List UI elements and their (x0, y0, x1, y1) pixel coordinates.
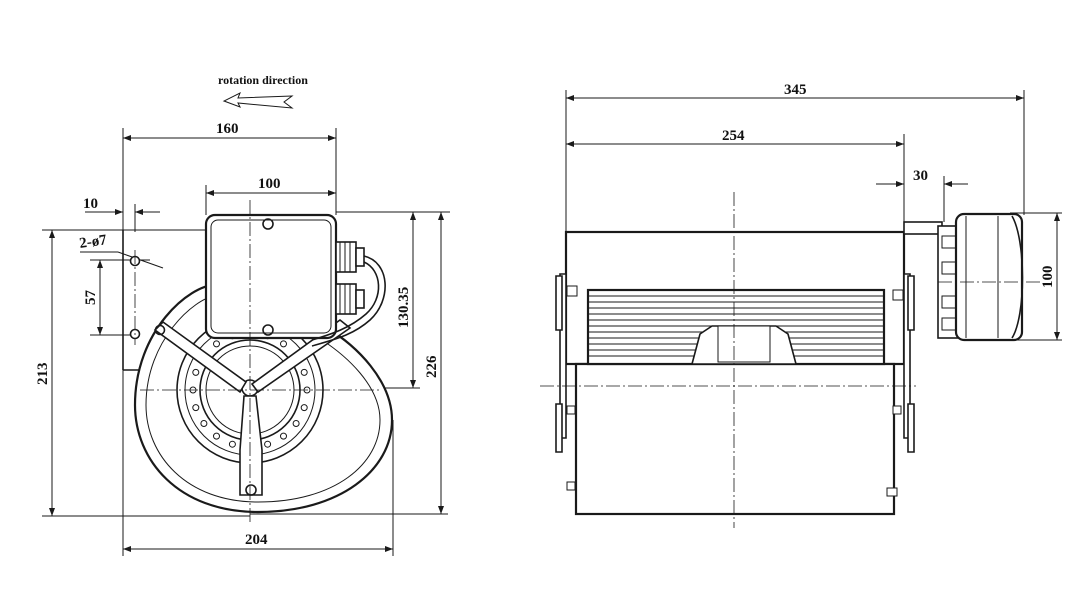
cable (311, 255, 386, 347)
dim-213-text: 213 (35, 363, 51, 386)
dim-345-text: 345 (784, 82, 807, 98)
dim-motor-100: 100 (1010, 212, 1062, 341)
dim-160-text: 160 (216, 121, 239, 137)
front-view: rotation direction 160 100 10 2-ø7 (35, 73, 450, 556)
blade-hole (192, 404, 200, 412)
dim-front-width-top: 160 (122, 121, 337, 235)
left-flange (555, 273, 578, 491)
dim-height-226: 226 (250, 211, 448, 515)
blade-hole (213, 432, 220, 440)
cable-gland-bottom (335, 283, 365, 315)
dim-side-total: 345 (565, 82, 1025, 232)
dim-226-text: 226 (424, 355, 440, 378)
rotation-arrow-icon (222, 91, 294, 109)
dim-100-text: 100 (258, 176, 281, 192)
holes-label: 2-ø7 (78, 232, 108, 252)
blade-hole (292, 420, 300, 427)
support-arm-left (153, 320, 248, 394)
dim-10-text: 10 (83, 196, 98, 212)
dim-130-35-text: 130.35 (396, 287, 412, 328)
dim-offset-10: 10 (83, 196, 160, 232)
dim-front-width-bottom: 204 (122, 370, 394, 556)
dim-motor-30: 30 (876, 168, 968, 222)
cable-gland-top (335, 241, 365, 273)
holes-callout: 2-ø7 (78, 232, 164, 269)
motor (903, 212, 1024, 342)
blade-hole (264, 440, 272, 448)
blade-hole (280, 432, 287, 440)
blade-hole (192, 368, 200, 376)
support-arm-bottom (239, 395, 263, 496)
right-flange (886, 273, 915, 497)
dim-spacing-57: 57 (83, 259, 150, 336)
outlet-body (574, 362, 896, 516)
blade-hole (300, 368, 308, 376)
dim-motor-100-text: 100 (1040, 266, 1056, 289)
dim-30-text: 30 (913, 168, 928, 184)
blade-hole (280, 340, 287, 348)
dim-204-text: 204 (245, 532, 268, 548)
dim-254-text: 254 (722, 128, 745, 144)
blade-hole (213, 340, 220, 348)
rotation-direction-label: rotation direction (218, 73, 308, 87)
impeller-cylinder (586, 288, 886, 366)
blade-hole (300, 404, 308, 412)
dim-57-text: 57 (83, 290, 99, 306)
blade-hole (200, 420, 208, 427)
dim-terminal-box: 100 (205, 176, 337, 215)
dim-side-body: 254 (566, 128, 905, 222)
terminal-box (204, 213, 338, 340)
blade-hole (228, 440, 236, 448)
side-view: 345 254 30 100 (540, 82, 1062, 528)
